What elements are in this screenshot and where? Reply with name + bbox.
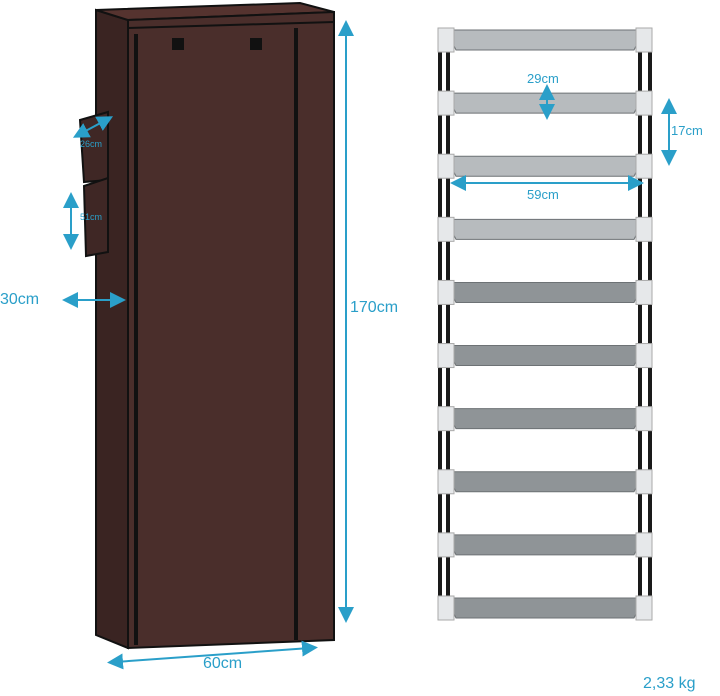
shelf <box>437 279 653 305</box>
shelf-connector <box>437 595 455 621</box>
shelf-connector <box>437 90 455 116</box>
shelf-connector <box>635 343 653 369</box>
shelf-connector <box>437 532 455 558</box>
shelf-connector <box>635 216 653 242</box>
pocket-height-label: 51cm <box>80 212 103 222</box>
shelf-connector <box>635 27 653 53</box>
shelf <box>437 153 653 179</box>
depth-label: 30cm <box>0 291 40 308</box>
shelf-connector <box>437 279 455 305</box>
shelf-connector <box>437 216 455 242</box>
shelf-connector <box>437 343 455 369</box>
weight-label: 2,33 kg <box>643 675 696 692</box>
height-label: 170cm <box>350 299 399 316</box>
shelf-connector <box>635 406 653 432</box>
width-arrow <box>107 640 318 670</box>
shelf <box>437 90 653 116</box>
shelf-spacing-label: 17cm <box>671 123 703 138</box>
shelf-connector <box>437 153 455 179</box>
shelf-connector <box>437 469 455 495</box>
shelf-connector <box>635 90 653 116</box>
shelf-depth-label: 29cm <box>527 71 559 86</box>
shelf-connector <box>635 532 653 558</box>
shelf <box>437 532 653 558</box>
shelf-connector <box>635 469 653 495</box>
shelf <box>437 595 653 621</box>
shelf-connector <box>635 595 653 621</box>
shelf <box>437 343 653 369</box>
shelf <box>437 216 653 242</box>
fabric-cabinet <box>78 1 335 650</box>
shelf-connector <box>635 279 653 305</box>
width-label: 60cm <box>203 655 243 672</box>
shoe-rack <box>437 27 653 621</box>
shelf-connector <box>437 27 455 53</box>
shelf <box>437 469 653 495</box>
shelf <box>437 406 653 432</box>
pocket-width-arrow <box>72 116 114 138</box>
shelf-width-label: 59cm <box>527 187 559 202</box>
side-pocket-lower <box>82 176 109 258</box>
shelf <box>437 27 653 53</box>
pocket-width-label: 26cm <box>80 139 103 149</box>
shelf-connector <box>437 406 455 432</box>
shelf-connector <box>635 153 653 179</box>
